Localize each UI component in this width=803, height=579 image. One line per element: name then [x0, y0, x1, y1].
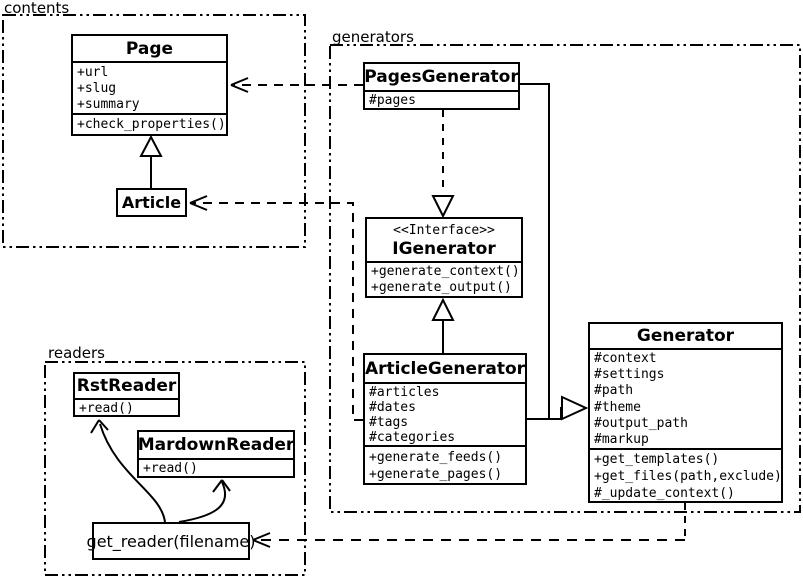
attribute: #theme: [594, 399, 641, 415]
package-contents-label: contents: [4, 0, 70, 17]
method: +generate_feeds(): [369, 450, 503, 465]
method: +generate_pages(): [369, 467, 503, 482]
getreader-box: get_reader(filename): [87, 522, 255, 560]
class-articlegenerator-methods: +generate_feeds() +generate_pages(): [365, 445, 525, 483]
class-article: Article: [116, 188, 187, 217]
attribute: #path: [594, 383, 634, 399]
attribute: +url: [77, 65, 109, 80]
class-generator-methods: +get_templates() +get_files(path,exclude…: [590, 448, 781, 501]
edge-getreader-to-rstreader: [90, 419, 166, 523]
edge-generators-to-generator-generalization: [520, 83, 589, 421]
class-mardownreader-name: MardownReader: [137, 435, 295, 455]
method: #_update_context(): [594, 486, 735, 501]
package-generators-border: [329, 44, 801, 513]
class-rstreader-name: RstReader: [76, 376, 177, 396]
class-page-name: Page: [125, 38, 174, 59]
class-page: Page +url +slug +summary +check_properti…: [71, 34, 228, 136]
class-generator: Generator #context #settings #path #them…: [588, 322, 783, 503]
class-mardownreader-methods: +read(): [139, 458, 293, 476]
class-rstreader: RstReader +read(): [73, 372, 180, 417]
edge-pagesgenerator-to-page-dependency: [230, 77, 363, 93]
class-pagesgenerator: PagesGenerator #pages: [363, 62, 520, 110]
attribute: #tags: [369, 415, 409, 430]
method: +check_properties(): [77, 117, 226, 132]
class-generator-attributes: #context #settings #path #theme #output_…: [590, 348, 781, 448]
class-igenerator-methods: +generate_context() +generate_output(): [367, 260, 521, 296]
class-page-attributes: +url +slug +summary: [73, 61, 226, 113]
class-igenerator-name: IGenerator: [392, 239, 496, 259]
attribute: #categories: [369, 430, 456, 445]
class-pagesgenerator-name: PagesGenerator: [364, 67, 519, 87]
method: +get_files(path,exclude): [594, 469, 781, 484]
attribute: #settings: [594, 367, 665, 383]
method: +generate_context(): [371, 263, 520, 279]
attribute: #output_path: [594, 415, 688, 431]
attribute: +summary: [77, 97, 140, 112]
attribute: #articles: [369, 385, 440, 400]
class-article-name: Article: [121, 193, 182, 212]
package-readers-border: [44, 361, 306, 576]
class-igenerator-header: <<Interface>> IGenerator: [367, 219, 521, 261]
package-contents-border: [2, 14, 306, 248]
package-readers-label: readers: [48, 344, 105, 362]
class-page-methods: +check_properties(): [73, 113, 226, 134]
class-articlegenerator-attributes: #articles #dates #tags #categories: [365, 382, 525, 445]
method: +get_templates(): [594, 452, 720, 467]
class-pagesgenerator-attributes: #pages: [365, 90, 518, 108]
package-generators-label: generators: [332, 28, 414, 46]
attribute: +slug: [77, 81, 117, 96]
edge-getreader-to-mardownreader: [178, 479, 231, 523]
attribute: #pages: [369, 93, 416, 108]
method: +read(): [143, 461, 198, 476]
edge-pagesgenerator-to-igenerator-realization: [431, 110, 455, 219]
class-igenerator-stereotype: <<Interface>>: [393, 223, 495, 238]
attribute: #dates: [369, 400, 416, 415]
class-articlegenerator-name: ArticleGenerator: [364, 358, 526, 379]
class-rstreader-methods: +read(): [75, 398, 178, 415]
class-generator-name: Generator: [636, 326, 735, 346]
edge-generator-to-getreader-dependency: [252, 503, 686, 548]
edge-articlegenerator-to-igenerator-realization: [431, 297, 455, 353]
attribute: #context: [594, 351, 657, 366]
edge-article-to-page-generalization: [139, 134, 163, 188]
method: +read(): [79, 401, 134, 415]
edge-articlegenerator-to-article-dependency: [189, 195, 363, 421]
method: +generate_output(): [371, 280, 512, 296]
class-igenerator: <<Interface>> IGenerator +generate_conte…: [365, 217, 523, 298]
attribute: #markup: [594, 432, 649, 448]
class-articlegenerator: ArticleGenerator #articles #dates #tags …: [363, 353, 527, 485]
class-mardownreader: MardownReader +read(): [137, 430, 295, 478]
